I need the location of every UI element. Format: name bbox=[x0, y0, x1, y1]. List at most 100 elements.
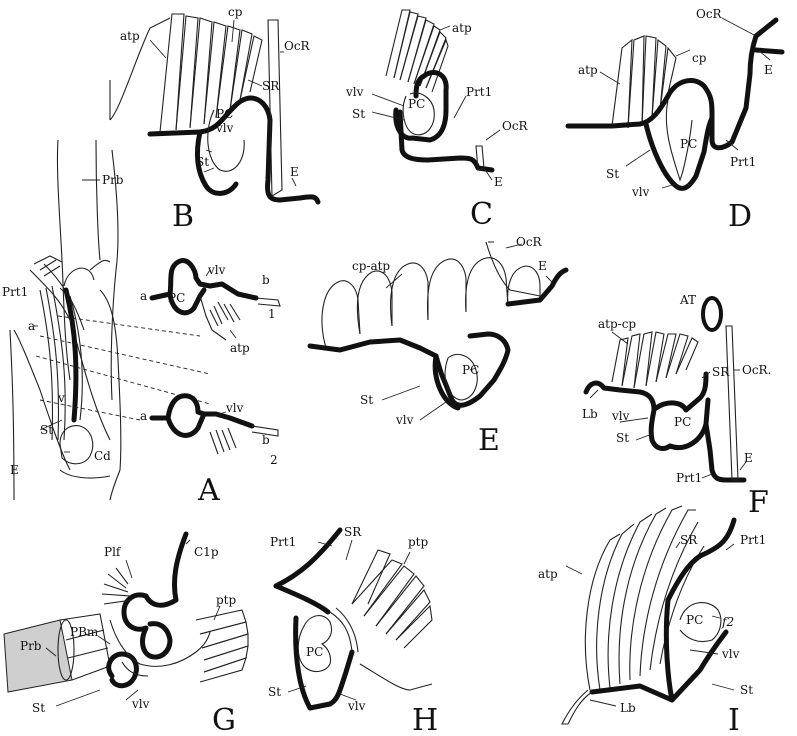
panel-a-label-prb: Prb bbox=[102, 173, 124, 187]
panel-i-letter: I bbox=[728, 703, 740, 736]
panel-e-letter: E bbox=[478, 423, 500, 458]
panel-c-label-atp: atp bbox=[452, 21, 472, 35]
panel-a-inset1-label-atp: atp bbox=[230, 341, 250, 355]
panel-a-inset-1: a PC vlv b 1 atp bbox=[140, 261, 280, 355]
panel-g-label-prb: Prb bbox=[20, 639, 42, 653]
panel-f-right bbox=[706, 424, 744, 480]
panel-f-at-organ bbox=[703, 298, 721, 330]
panel-g-letter: G bbox=[212, 703, 236, 736]
panel-b-label-vlv: vlv bbox=[215, 121, 234, 135]
panel-b-letter: B bbox=[172, 199, 194, 234]
panel-g-label-st: St bbox=[32, 701, 45, 715]
panel-f-label-st: St bbox=[616, 431, 629, 445]
panel-g-label-c1p: C1p bbox=[194, 545, 219, 559]
panel-a-inset1-label-a: a bbox=[140, 289, 147, 303]
panel-e-pc-wall bbox=[445, 354, 477, 400]
panel-d-label-cp: cp bbox=[692, 51, 707, 65]
panel-a-inset-2: a vlv b 2 bbox=[140, 396, 278, 467]
panel-h-label-st: St bbox=[268, 685, 281, 699]
panel-e-label-pc: PC bbox=[462, 363, 479, 377]
panel-c-label-e: E bbox=[494, 175, 503, 189]
panel-h-label-pc: PC bbox=[306, 645, 323, 659]
panel-d-label-atp: atp bbox=[578, 63, 598, 77]
panel-f-label-e: E bbox=[744, 451, 753, 465]
panel-c-label-st: St bbox=[352, 107, 365, 121]
panel-g-c1p-arm bbox=[146, 534, 186, 605]
panel-f-label-lb: Lb bbox=[582, 407, 598, 421]
panel-a-inset1-label-b: b bbox=[262, 273, 270, 287]
panel-e-label-ocr: OcR bbox=[516, 235, 543, 249]
panel-d-label-pc: PC bbox=[680, 137, 697, 151]
panel-b-label-st: St bbox=[196, 155, 209, 169]
panel-h-label-ptp: ptp bbox=[408, 535, 429, 549]
panel-c-label-prt1: Prt1 bbox=[466, 85, 492, 99]
panel-a-label-st: St bbox=[40, 423, 53, 437]
panel-b-label-ocr: OcR bbox=[284, 39, 311, 53]
panel-a-tuft bbox=[34, 256, 62, 276]
panel-a-label-a: a bbox=[28, 319, 35, 333]
panel-f-label-ocr: OcR. bbox=[742, 363, 771, 377]
panel-i-pc bbox=[666, 600, 672, 700]
panel-i-label-sr: SR bbox=[680, 533, 698, 547]
panel-i-label-prt1: Prt1 bbox=[740, 533, 766, 547]
panel-a-dashed-2 bbox=[58, 316, 200, 336]
panel-f-ocr bbox=[726, 326, 738, 480]
panel-f-label-vlv: vlv bbox=[611, 409, 630, 423]
panel-a: Prb Prt1 a v St Cd E a PC vlv b 1 atp bbox=[2, 140, 280, 508]
panel-a-label-e: E bbox=[10, 463, 19, 477]
panel-g-label-plf: Plf bbox=[104, 545, 122, 559]
panel-b-label-e: E bbox=[290, 165, 299, 179]
panel-a-body bbox=[10, 140, 121, 500]
panel-c: atp vlv PC Prt1 St OcR E C bbox=[345, 10, 529, 232]
panel-h-ptp-plates bbox=[352, 550, 432, 690]
panel-i-label-atp: atp bbox=[538, 567, 558, 581]
panel-g: C1p Plf ptp Prb PBm St vlv G bbox=[4, 534, 248, 736]
panel-c-label-vlv: vlv bbox=[345, 85, 364, 99]
panel-i-label-pc: PC bbox=[686, 613, 703, 627]
panel-h-outline bbox=[276, 586, 328, 612]
panel-f-label-at: AT bbox=[679, 293, 696, 307]
panel-f-label-atpcp: atp-cp bbox=[598, 317, 636, 331]
panel-i-label-st: St bbox=[740, 683, 753, 697]
panel-g-label-vlv: vlv bbox=[131, 697, 150, 711]
panel-e: cp-atp OcR E PC St vlv E bbox=[310, 235, 566, 458]
panel-e-label-cpatp: cp-atp bbox=[352, 259, 390, 273]
panel-g-ptp-plates bbox=[196, 610, 248, 682]
panel-b-label-pc: PC bbox=[216, 107, 233, 121]
panel-b-label-cp: cp bbox=[228, 5, 243, 19]
panel-h-sr-lines bbox=[330, 608, 358, 652]
panel-d-letter: D bbox=[728, 199, 752, 234]
panel-f-pc-sac bbox=[656, 374, 706, 410]
panel-f: AT atp-cp OcR. SR Lb vlv PC St E Prt1 F bbox=[582, 293, 771, 520]
panel-a-inset2-label-b: b bbox=[262, 433, 270, 447]
panel-a-inset2-label-num: 2 bbox=[270, 453, 278, 467]
panel-i-lb-tail bbox=[562, 690, 592, 724]
panel-c-letter: C bbox=[470, 197, 493, 232]
panel-g-label-ptp: ptp bbox=[216, 593, 237, 607]
panel-f-letter: F bbox=[748, 485, 769, 520]
panel-i-base bbox=[592, 632, 726, 700]
panel-b-label-atp: atp bbox=[120, 29, 140, 43]
panel-h-label-vlv: vlv bbox=[347, 699, 366, 713]
panel-a-inset1-label-pc: PC bbox=[168, 291, 185, 305]
panel-e-label-vlv: vlv bbox=[395, 413, 414, 427]
panel-c-label-pc: PC bbox=[408, 97, 425, 111]
panel-d-label-vlv: vlv bbox=[631, 185, 650, 199]
panel-h-label-prt1: Prt1 bbox=[270, 535, 296, 549]
panel-b-label-sr: SR bbox=[262, 79, 280, 93]
panel-f-label-prt1: Prt1 bbox=[676, 471, 702, 485]
panel-i-label-lb: Lb bbox=[620, 701, 636, 715]
panel-f-plates bbox=[612, 332, 698, 388]
panel-a-inset2-label-vlv: vlv bbox=[225, 401, 244, 415]
panel-a-letter: A bbox=[197, 473, 220, 508]
panel-c-label-ocr: OcR bbox=[502, 119, 529, 133]
panel-h-label-sr: SR bbox=[344, 525, 362, 539]
panel-h-st-base bbox=[296, 618, 352, 708]
panel-i: atp SR Prt1 PC f2 vlv St Lb I bbox=[538, 506, 766, 736]
panel-i-label-f2: f2 bbox=[721, 615, 734, 629]
panel-f-label-pc: PC bbox=[674, 415, 691, 429]
panel-a-dashed-4 bbox=[40, 400, 140, 420]
panel-h: Prt1 SR ptp PC St vlv H bbox=[268, 525, 438, 736]
panel-e-label-e: E bbox=[538, 259, 547, 273]
